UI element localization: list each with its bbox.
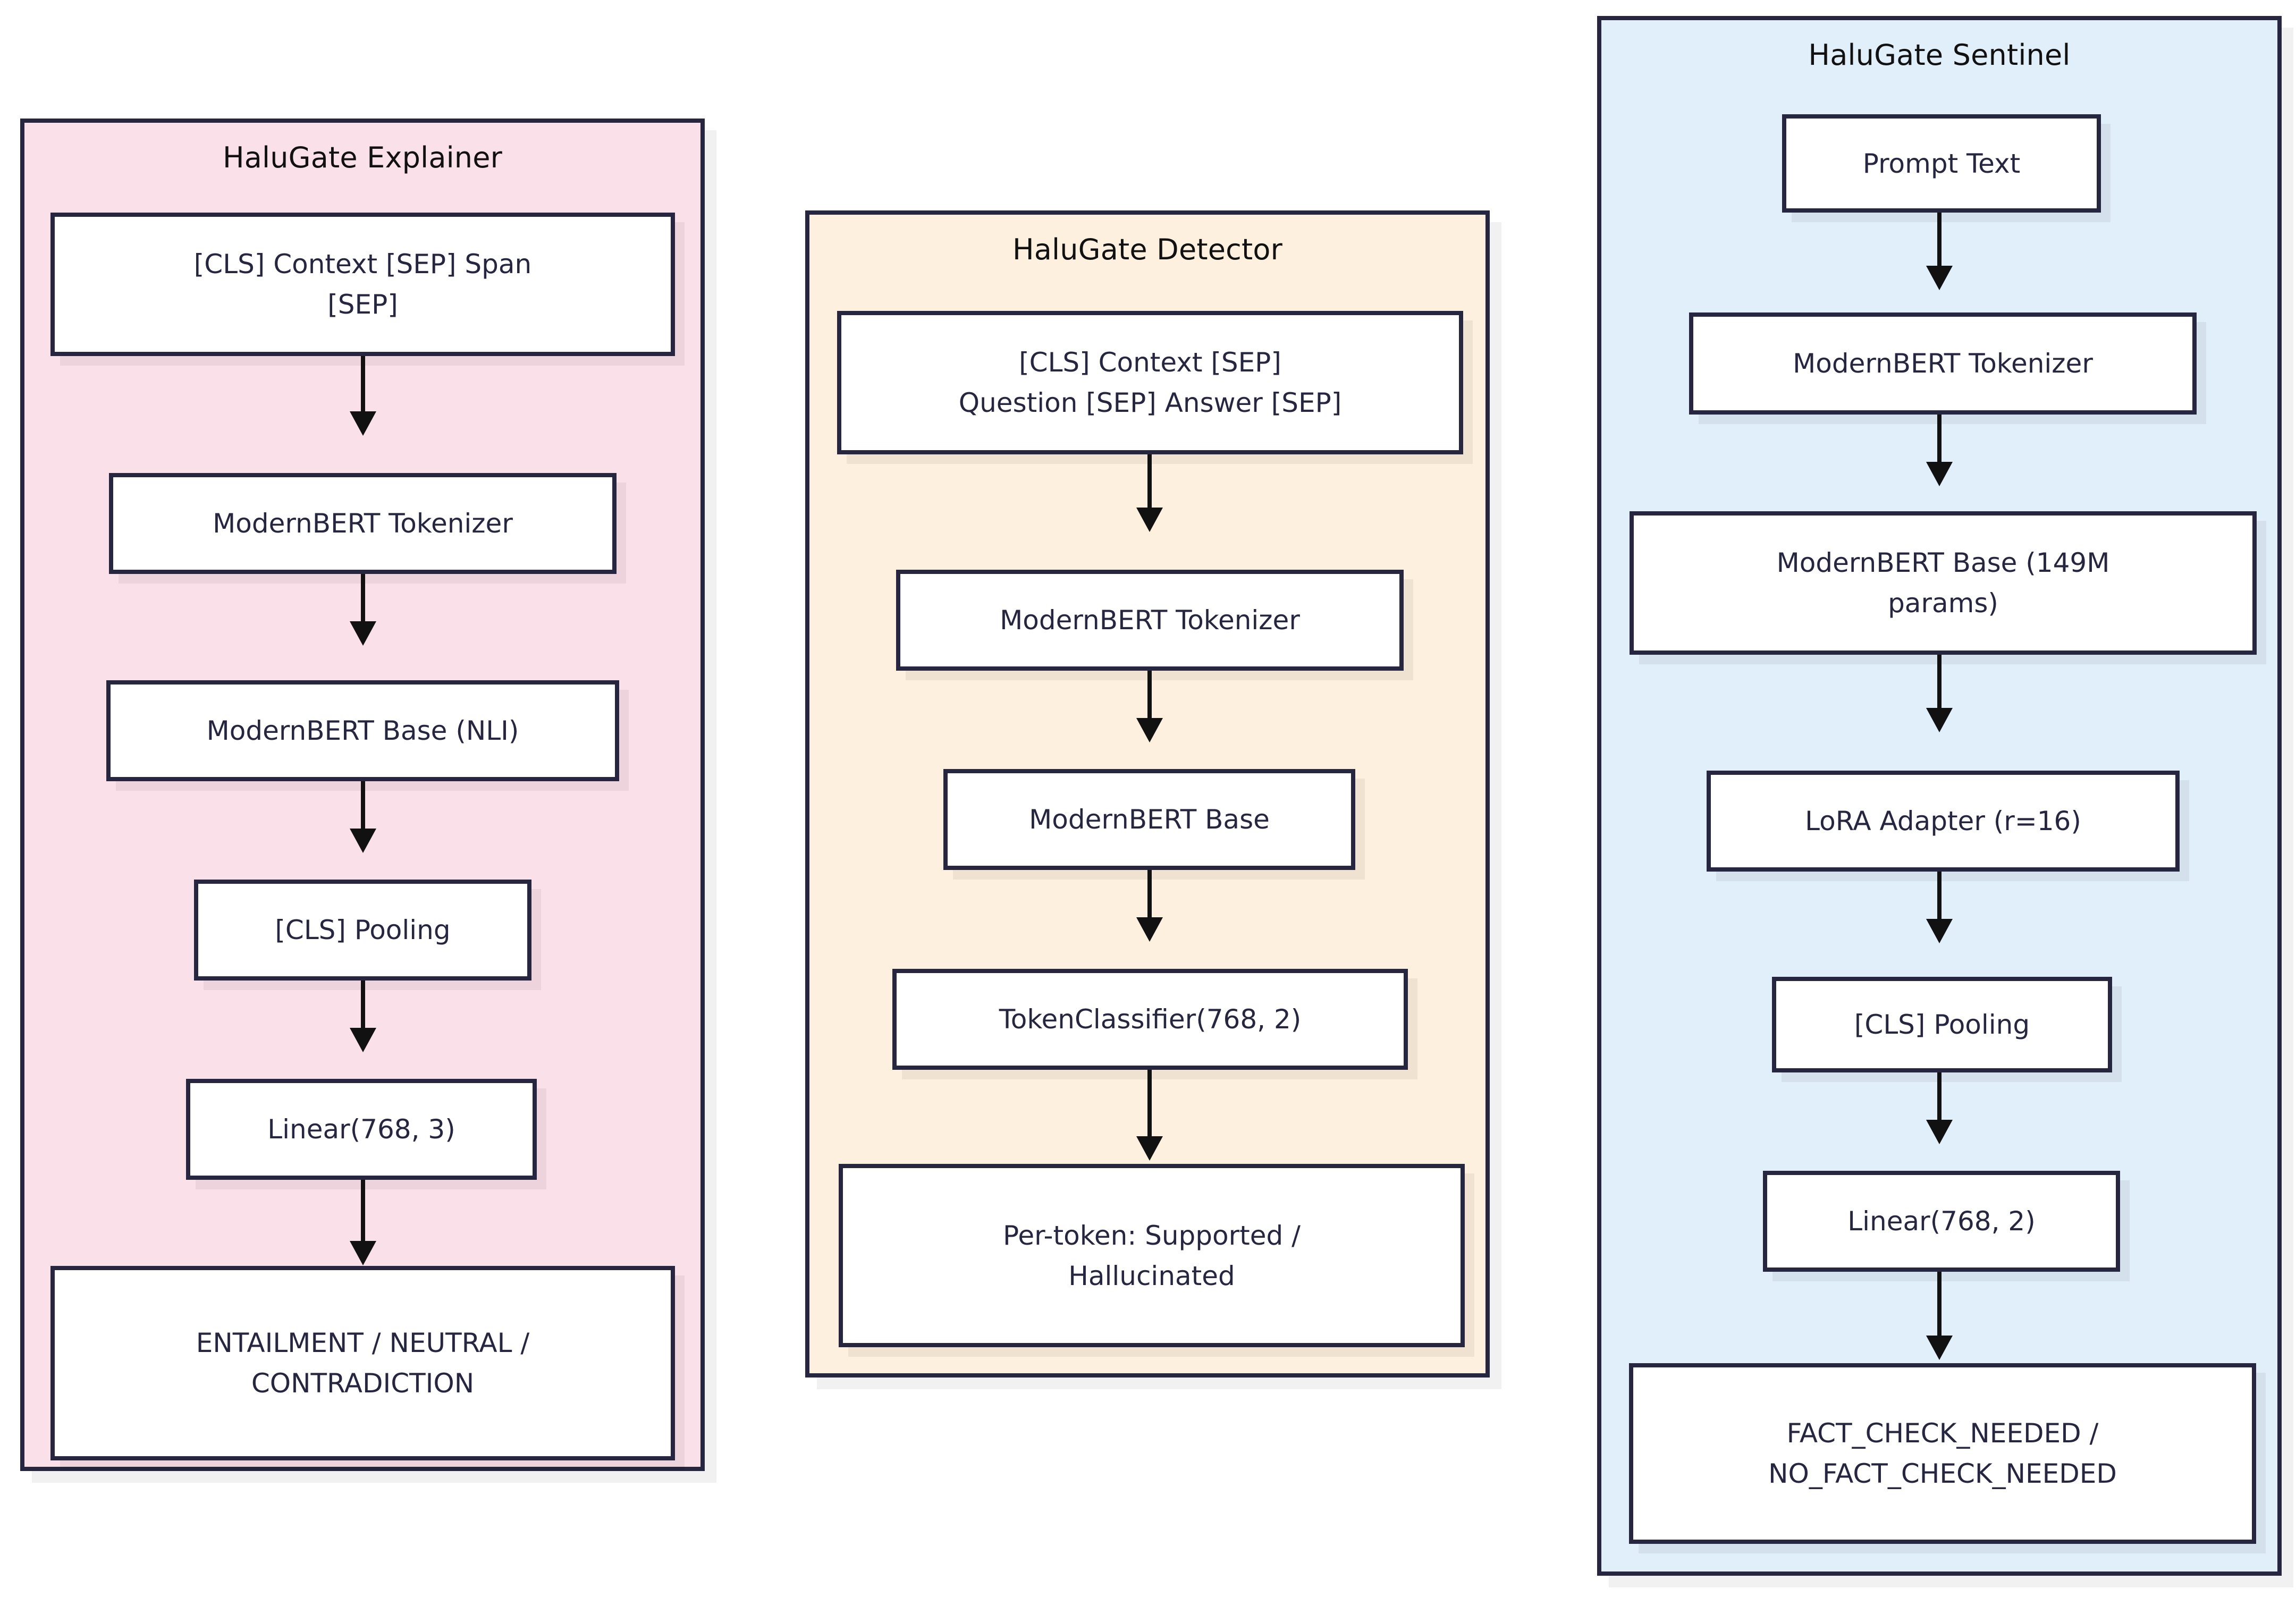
node-sen-output-label: FACT_CHECK_NEEDED / NO_FACT_CHECK_NEEDED (1768, 1418, 2117, 1489)
node-det-input-label: [CLS] Context [SEP] Question [SEP] Answe… (958, 347, 1342, 418)
node-exp-output-label: ENTAILMENT / NEUTRAL / CONTRADICTION (196, 1328, 530, 1399)
node-exp-pooling-label: [CLS] Pooling (275, 915, 451, 945)
node-exp-base-label: ModernBERT Base (NLI) (206, 715, 519, 746)
node-det-tokenizer: ModernBERT Tokenizer (896, 570, 1404, 671)
node-det-output: Per-token: Supported / Hallucinated (839, 1164, 1465, 1347)
node-sen-linear: Linear(768, 2) (1763, 1171, 2120, 1272)
node-exp-pooling: [CLS] Pooling (194, 880, 531, 981)
node-det-output-label: Per-token: Supported / Hallucinated (1003, 1220, 1301, 1291)
node-exp-tokenizer-label: ModernBERT Tokenizer (213, 508, 513, 539)
node-sen-prompt-label: Prompt Text (1862, 148, 2021, 179)
node-exp-linear-label: Linear(768, 3) (267, 1114, 455, 1145)
node-sen-lora-label: LoRA Adapter (r=16) (1805, 806, 2081, 836)
node-sen-pooling: [CLS] Pooling (1772, 977, 2112, 1072)
node-exp-input-label: [CLS] Context [SEP] Span [SEP] (193, 249, 532, 320)
subgraph-title-detector: HaluGate Detector (1012, 233, 1283, 266)
node-sen-base-label: ModernBERT Base (149M params) (1776, 547, 2110, 619)
node-exp-output: ENTAILMENT / NEUTRAL / CONTRADICTION (50, 1266, 675, 1460)
node-det-classifier: TokenClassifier(768, 2) (892, 969, 1408, 1070)
node-det-classifier-label: TokenClassifier(768, 2) (999, 1004, 1302, 1035)
node-sen-output: FACT_CHECK_NEEDED / NO_FACT_CHECK_NEEDED (1629, 1363, 2256, 1544)
subgraph-title-sentinel: HaluGate Sentinel (1808, 38, 2071, 72)
node-exp-base: ModernBERT Base (NLI) (106, 680, 619, 781)
node-sen-tokenizer: ModernBERT Tokenizer (1689, 312, 2197, 415)
node-sen-base: ModernBERT Base (149M params) (1630, 511, 2257, 655)
node-exp-tokenizer: ModernBERT Tokenizer (109, 473, 617, 574)
node-det-input: [CLS] Context [SEP] Question [SEP] Answe… (837, 311, 1463, 454)
node-sen-pooling-label: [CLS] Pooling (1854, 1009, 2030, 1040)
node-sen-tokenizer-label: ModernBERT Tokenizer (1793, 348, 2093, 379)
node-exp-linear: Linear(768, 3) (186, 1079, 537, 1180)
node-det-tokenizer-label: ModernBERT Tokenizer (1000, 605, 1300, 636)
subgraph-title-explainer: HaluGate Explainer (222, 141, 503, 174)
node-sen-prompt: Prompt Text (1782, 114, 2101, 213)
node-det-base: ModernBERT Base (943, 769, 1355, 870)
node-exp-input: [CLS] Context [SEP] Span [SEP] (50, 213, 675, 356)
node-det-base-label: ModernBERT Base (1029, 804, 1270, 835)
node-sen-lora: LoRA Adapter (r=16) (1707, 771, 2180, 872)
node-sen-linear-label: Linear(768, 2) (1847, 1206, 2036, 1237)
